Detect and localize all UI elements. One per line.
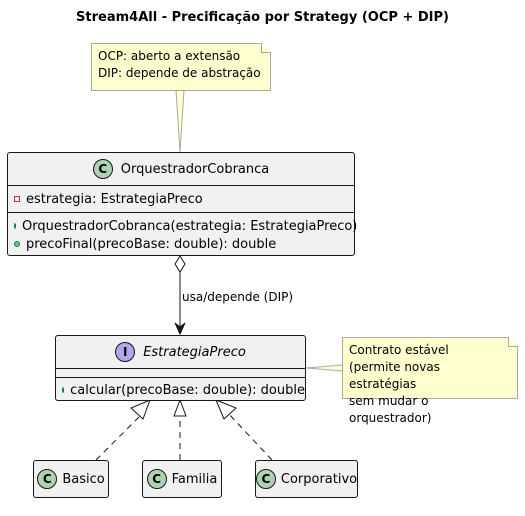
note-right-line1: Contrato estável <box>349 343 449 357</box>
interface-name: EstrategiaPreco <box>143 344 246 360</box>
realize-familia-arrowhead <box>173 398 187 417</box>
class-header: C Corporativo <box>255 461 358 497</box>
realize-corporativo-line <box>226 411 273 461</box>
interface-estrategia-preco[interactable]: I EstrategiaPreco calcular(precoBase: do… <box>55 335 306 401</box>
public-visibility-icon <box>62 387 65 393</box>
realize-basico-line <box>95 411 145 461</box>
class-orquestrador-cobranca[interactable]: C OrquestradorCobranca estrategia: Estra… <box>7 152 358 256</box>
note-ocp-dip: OCP: aberto a extensão DIP: depende de a… <box>91 43 271 91</box>
note-fold-icon <box>508 337 518 347</box>
class-c-icon: C <box>92 159 113 179</box>
interface-i-icon: I <box>115 342 136 362</box>
attribute-row: estrategia: EstrategiaPreco <box>8 190 354 208</box>
class-header: C Basico <box>34 461 108 497</box>
method-text: calcular(precoBase: double): double <box>70 382 305 398</box>
class-c-icon: C <box>255 469 276 489</box>
private-visibility-icon <box>14 196 20 202</box>
link-label: usa/depende (DIP) <box>182 290 294 304</box>
public-visibility-icon <box>14 241 20 247</box>
method-text: precoFinal(precoBase: double): double <box>26 236 277 252</box>
note-right-pointer <box>305 364 343 372</box>
class-name: Basico <box>62 471 105 487</box>
class-basico[interactable]: C Basico <box>33 460 109 498</box>
class-header: C Familia <box>143 461 221 497</box>
class-familia[interactable]: C Familia <box>142 460 222 498</box>
interface-header: I EstrategiaPreco <box>56 336 305 368</box>
note-right-line3: sem mudar o orquestrador) <box>349 394 432 425</box>
class-header: C OrquestradorCobranca <box>8 153 354 185</box>
class-name: Familia <box>171 471 218 487</box>
public-visibility-icon <box>14 223 16 229</box>
method-text: OrquestradorCobranca(estrategia: Estrate… <box>22 218 358 234</box>
diagram-title: Stream4All - Precificação por Strategy (… <box>76 10 449 25</box>
note-top-line1: OCP: aberto a extensão <box>98 49 241 63</box>
method-row: precoFinal(precoBase: double): double <box>8 235 354 253</box>
note-contrato: Contrato estável (permite novas estratég… <box>342 337 518 425</box>
realize-corporativo-arrowhead <box>215 399 237 420</box>
note-top-pointer <box>175 89 185 153</box>
dependency-arrowhead <box>174 322 186 336</box>
aggregation-diamond <box>174 255 186 273</box>
class-corporativo[interactable]: C Corporativo <box>255 460 358 498</box>
note-fold-icon <box>261 43 271 53</box>
method-row: OrquestradorCobranca(estrategia: Estrate… <box>8 217 358 235</box>
class-c-icon: C <box>37 469 58 489</box>
realize-basico-arrowhead <box>130 399 151 420</box>
class-c-icon: C <box>146 469 167 489</box>
method-row: calcular(precoBase: double): double <box>56 381 305 399</box>
class-name: OrquestradorCobranca <box>120 161 270 177</box>
class-name: Corporativo <box>280 471 358 487</box>
note-top-line2: DIP: depende de abstração <box>98 66 261 80</box>
note-right-line2: (permite novas estratégias <box>349 360 440 391</box>
attribute-text: estrategia: EstrategiaPreco <box>26 191 203 207</box>
